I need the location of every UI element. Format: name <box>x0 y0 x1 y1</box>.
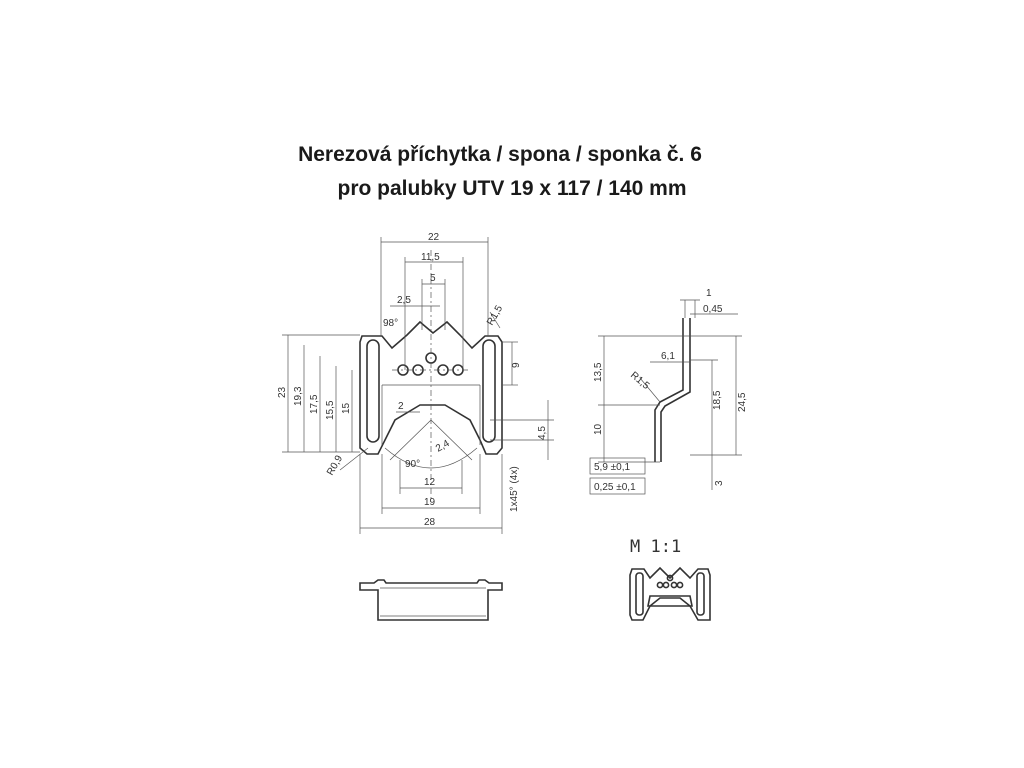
dim-90-deg: 90° <box>405 459 420 470</box>
side-view: 1 0,45 13,5 6,1 R1,5 18,5 24,5 10 5,9 ±0… <box>589 288 748 495</box>
tolerance-box-2 <box>589 477 646 495</box>
dim-r1-5-side: R1,5 <box>628 370 652 392</box>
dim-chamfer: 1x45° (4x) <box>509 466 520 512</box>
dim-24-5: 24,5 <box>737 392 748 412</box>
left-slot <box>366 339 380 443</box>
dim-11-5: 11,5 <box>421 252 440 263</box>
dim-22: 22 <box>428 232 440 243</box>
dim-13-5: 13,5 <box>593 362 604 382</box>
dim-4-5: 4,5 <box>537 426 548 440</box>
scale-view <box>629 566 711 621</box>
dim-17-5: 17,5 <box>309 394 320 414</box>
dim-6-1: 6,1 <box>661 351 675 362</box>
dim-15: 15 <box>341 402 352 414</box>
dim-5-9-tol: 5,9 ±0,1 <box>594 462 631 473</box>
dim-5: 5 <box>430 273 436 284</box>
dim-2-4: 2,4 <box>434 438 452 455</box>
dim-3: 3 <box>714 480 725 486</box>
scale-label: M 1:1 <box>630 537 681 557</box>
dim-2-5: 2,5 <box>397 295 411 306</box>
dim-15-5: 15,5 <box>325 400 336 420</box>
dim-12: 12 <box>424 477 436 488</box>
dim-28: 28 <box>424 517 436 528</box>
dim-19-3: 19,3 <box>293 386 304 406</box>
drawing-title-line1: Nerezová příchytka / spona / sponka č. 6 <box>298 143 702 166</box>
front-view: 22 11,5 5 2,5 R1,5 98° 9 23 19,3 17,5 15… <box>277 232 554 534</box>
dim-18-5: 18,5 <box>712 390 723 410</box>
dim-0-45: 0,45 <box>703 304 723 315</box>
dim-1: 1 <box>706 288 712 299</box>
right-slot <box>482 339 496 443</box>
dim-0-25-tol: 0,25 ±0,1 <box>594 482 636 493</box>
dim-23: 23 <box>277 386 288 398</box>
dim-98-deg: 98° <box>383 318 398 329</box>
dim-r0-9: R0,9 <box>325 453 345 477</box>
drawing-title-line2: pro palubky UTV 19 x 117 / 140 mm <box>337 177 687 200</box>
side-view-profile <box>654 318 691 462</box>
bottom-view <box>359 579 503 621</box>
dim-2: 2 <box>398 401 404 412</box>
tolerance-box-1 <box>589 457 646 475</box>
dim-19: 19 <box>424 497 436 508</box>
dim-9: 9 <box>511 362 522 368</box>
dim-10: 10 <box>593 423 604 435</box>
